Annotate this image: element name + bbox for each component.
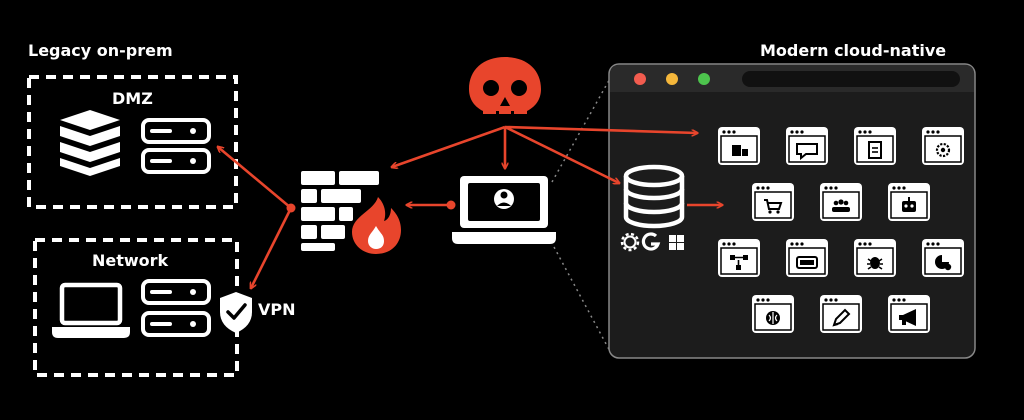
network-zone — [33, 238, 239, 377]
robot-app-icon[interactable] — [888, 183, 930, 221]
brain-app-icon[interactable] — [752, 295, 794, 333]
chart-app-icon[interactable] — [922, 239, 964, 277]
network-label: Network — [92, 251, 169, 270]
legacy-title: Legacy on-prem — [28, 41, 173, 60]
settings-app-icon[interactable] — [922, 127, 964, 165]
vpn-label: VPN — [258, 300, 296, 319]
network-server-icon — [141, 279, 211, 337]
workflow-app-icon[interactable] — [718, 239, 760, 277]
team-app-icon[interactable] — [820, 183, 862, 221]
dmz-zone — [27, 75, 238, 209]
firewall-icon — [301, 171, 379, 251]
address-bar[interactable] — [742, 71, 960, 87]
cart-app-icon[interactable] — [752, 183, 794, 221]
skull-icon — [469, 57, 541, 119]
dmz-database-icon — [60, 110, 120, 176]
dmz-label: DMZ — [112, 89, 153, 108]
dmz-server-icon — [141, 118, 211, 174]
laptop-arrow-origin — [446, 200, 456, 210]
openai-icon — [620, 232, 640, 252]
building-app-icon[interactable] — [718, 127, 760, 165]
arrow-skull-to-firewall — [392, 125, 506, 167]
window-minimize-dot[interactable] — [666, 73, 678, 85]
fire-icon — [352, 197, 401, 254]
window-maximize-dot[interactable] — [698, 73, 710, 85]
cloud-database-icon — [623, 164, 685, 229]
firewall-arrow-origin — [286, 203, 296, 213]
card-app-icon[interactable] — [786, 239, 828, 277]
user-laptop-icon — [452, 176, 556, 244]
arrow-firewall-to-dmz — [218, 147, 292, 209]
zoom-line-bottom — [553, 246, 613, 356]
bug-app-icon[interactable] — [854, 239, 896, 277]
attack-arrows — [218, 125, 722, 288]
shield-icon — [220, 292, 252, 333]
window-close-dot[interactable] — [634, 73, 646, 85]
network-laptop-icon — [52, 282, 130, 338]
megaphone-app-icon[interactable] — [888, 295, 930, 333]
arrow-firewall-to-network — [251, 207, 293, 288]
document-app-icon[interactable] — [854, 127, 896, 165]
google-icon — [641, 232, 661, 251]
pen-app-icon[interactable] — [820, 295, 862, 333]
microsoft-icon — [669, 235, 684, 250]
arrow-skull-to-apps — [504, 125, 697, 133]
chat-app-icon[interactable] — [786, 127, 828, 165]
cloud-title: Modern cloud-native — [760, 41, 947, 60]
arrow-skull-to-database — [504, 125, 619, 183]
